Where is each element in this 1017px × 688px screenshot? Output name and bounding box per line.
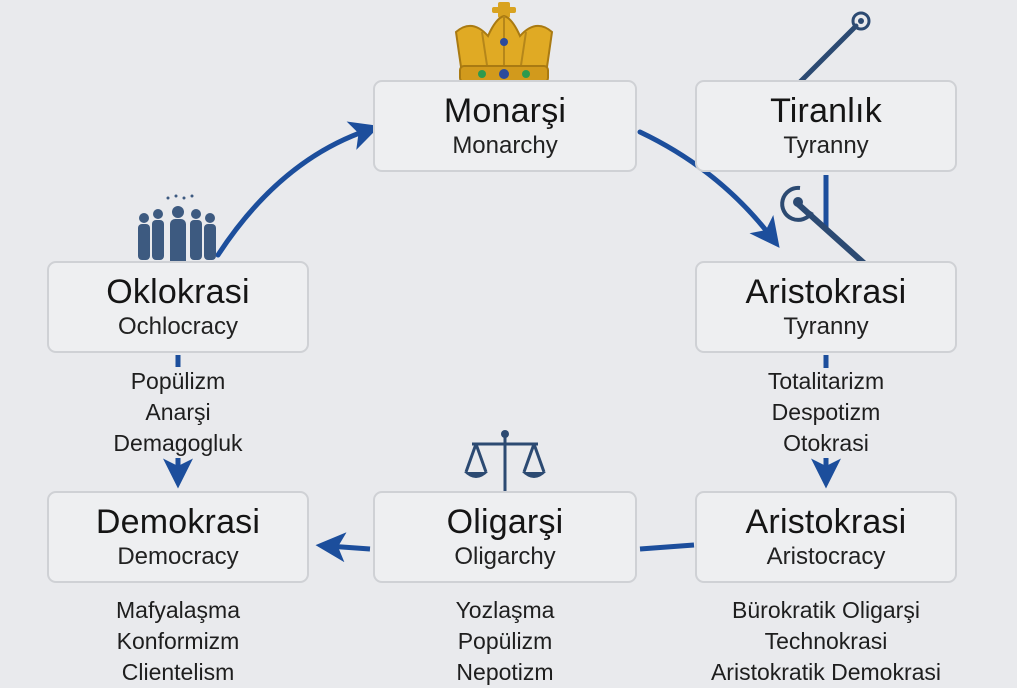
crowd-icon bbox=[138, 194, 216, 267]
trait-item: Otokrasi bbox=[783, 430, 869, 456]
trait-item: Popülizm bbox=[457, 628, 553, 654]
traits-aristokrasi-bottom: Bürokratik Oligarşi Technokrasi Aristokr… bbox=[672, 595, 980, 688]
node-title: Aristokrasi bbox=[745, 273, 907, 311]
trait-item: Yozlaşma bbox=[455, 597, 555, 623]
node-oklokrasi: Oklokrasi Ochlocracy bbox=[47, 261, 309, 353]
trait-item: Despotizm bbox=[771, 399, 881, 425]
trait-item: Clientelism bbox=[121, 659, 235, 685]
trait-item: Mafyalaşma bbox=[116, 597, 240, 623]
trait-item: Totalitarizm bbox=[767, 368, 885, 394]
crown-icon bbox=[454, 2, 554, 83]
node-subtitle: Tyranny bbox=[783, 313, 869, 340]
traits-demokrasi: Mafyalaşma Konformizm Clientelism bbox=[68, 595, 288, 688]
trait-item: Konformizm bbox=[116, 628, 240, 654]
scales-icon bbox=[464, 430, 546, 500]
node-tiranlik: Tiranlık Tyranny bbox=[695, 80, 957, 172]
trait-item: Popülizm bbox=[130, 368, 226, 394]
node-subtitle: Monarchy bbox=[452, 132, 558, 159]
trait-item: Technokrasi bbox=[764, 628, 888, 654]
trait-item: Aristokratik Demokrasi bbox=[710, 659, 942, 685]
trait-item: Anarşi bbox=[145, 399, 211, 425]
node-title: Demokrasi bbox=[95, 503, 261, 541]
node-demokrasi: Demokrasi Democracy bbox=[47, 491, 309, 583]
node-monarsi: Monarşi Monarchy bbox=[373, 80, 637, 172]
traits-oklokrasi: Popülizm Anarşi Demagogluk bbox=[78, 366, 278, 459]
traits-oligarsi: Yozlaşma Popülizm Nepotizm bbox=[395, 595, 615, 688]
node-title: Monarşi bbox=[443, 92, 567, 130]
arrow-oligarsi-to-demokrasi bbox=[315, 532, 371, 563]
trait-item: Demagogluk bbox=[113, 430, 243, 456]
node-subtitle: Aristocracy bbox=[766, 543, 886, 570]
node-subtitle: Oligarchy bbox=[454, 543, 556, 570]
trait-item: Bürokratik Oligarşi bbox=[732, 597, 920, 623]
arrow-oklokrasi-to-monarsi bbox=[215, 121, 380, 258]
node-title: Oklokrasi bbox=[106, 273, 250, 311]
node-oligarsi: Oligarşi Oligarchy bbox=[373, 491, 637, 583]
node-aristokrasi-top: Aristokrasi Tyranny bbox=[695, 261, 957, 353]
arrow-monarsi-to-aristokrasi bbox=[637, 129, 780, 248]
node-title: Aristokrasi bbox=[745, 503, 907, 541]
trait-item: Nepotizm bbox=[456, 659, 554, 685]
node-title: Tiranlık bbox=[770, 92, 882, 130]
node-title: Oligarşi bbox=[446, 503, 564, 541]
node-subtitle: Tyranny bbox=[783, 132, 869, 159]
node-aristokrasi-bottom: Aristokrasi Aristocracy bbox=[695, 491, 957, 583]
node-subtitle: Democracy bbox=[117, 543, 239, 570]
traits-aristokrasi-top: Totalitarizm Despotizm Otokrasi bbox=[716, 366, 936, 459]
node-subtitle: Ochlocracy bbox=[117, 313, 239, 340]
connector-aristokrasi-oligarsi bbox=[639, 542, 695, 552]
